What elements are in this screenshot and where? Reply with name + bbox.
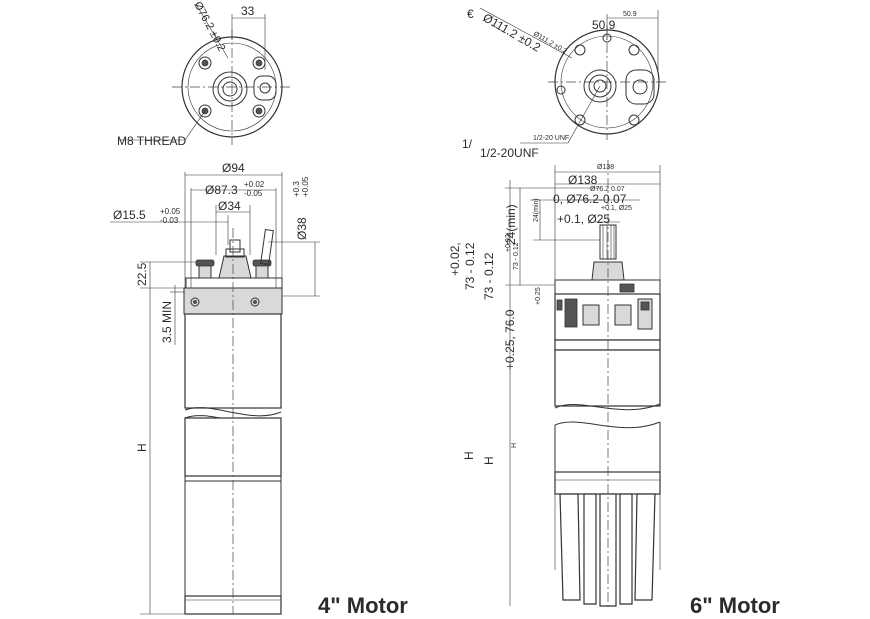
motor6-d25: +0.1, Ø25 <box>557 212 610 226</box>
motor4-d38-tol-upper: +0.3 <box>292 181 301 197</box>
motor6-top-view: € 50.9 50.9 Ø111.2 ±0.2 Ø111.2 ±0.2 1/ 1… <box>462 7 666 160</box>
motor4-d15: Ø15.5 <box>113 208 146 222</box>
motor4-d15-tol-upper: +0.05 <box>160 207 181 216</box>
motor4-d87-tol-lower: -0.05 <box>244 189 263 198</box>
motor6-unf: 1/2-20UNF <box>480 146 539 160</box>
motor6-v-002: +0.02, <box>448 242 462 276</box>
motor4-title: 4" Motor <box>318 593 408 618</box>
motor4-d15-tol-lower: -0.03 <box>160 216 179 225</box>
motor6-v24-small: 24(min) <box>533 198 540 222</box>
motor6-d76: 0, Ø76.2-0.07 <box>553 192 627 206</box>
motor6-unf-small: 1/2-20 UNF <box>533 135 569 142</box>
motor6-d138: Ø138 <box>568 173 598 187</box>
motor6-v-73b: 73 - 0.12 <box>482 252 496 300</box>
motor6-v-025-small: +0.25 <box>535 287 542 305</box>
motor4-h: H <box>135 443 149 452</box>
motor6-v-025: +0.25, 76.0 <box>503 309 517 370</box>
motor6-h-a: H <box>462 451 476 460</box>
motor6-d138-small: Ø138 <box>597 164 614 171</box>
motor4-h22: 22.5 <box>135 262 149 286</box>
motor6-v-002-small: +0.02 <box>505 234 512 252</box>
motor6-d76-small: Ø76.2 0.07 <box>590 186 625 193</box>
motor6-v-73a: 73 - 0.12 <box>463 242 477 290</box>
motor6-h-b: H <box>482 456 496 465</box>
motor4-d87-tol-upper: +0.02 <box>244 180 265 189</box>
motor4-m8-thread: M8 THREAD <box>117 134 186 148</box>
motor4-top-view: 33 Ø76.2 ±0.2 M8 THREAD <box>117 0 292 148</box>
motor4-d87: Ø87.3 <box>205 183 238 197</box>
motor6-d25-small: +0.1, Ø25 <box>601 205 632 212</box>
motor6-title: 6" Motor <box>690 593 780 618</box>
motor4-d94: Ø94 <box>222 161 245 175</box>
motor4-d34: Ø34 <box>218 199 241 213</box>
motor6-dim-50-small: 50.9 <box>623 11 637 18</box>
motor4-side-view: Ø94 Ø87.3 +0.02 -0.05 Ø34 Ø15.5 +0.05 -0… <box>110 161 320 615</box>
motor6-h-small: H <box>511 443 518 448</box>
motor6-dim-50: 50.9 <box>592 18 616 32</box>
motor4-d38-tol-lower: +0.05 <box>301 176 310 197</box>
motor4-dim-33: 33 <box>241 4 255 18</box>
motor6-slash-1: 1/ <box>462 137 473 151</box>
motor6-side-view: Ø138 Ø138 Ø76.2 0.07 0, Ø76.2-0.07 +0.1,… <box>448 160 661 610</box>
motor6-v-73-small: 73 - 0.12 <box>513 242 520 270</box>
motor4-h35: 3.5 MIN <box>160 301 174 343</box>
motor6-e-mark: € <box>467 7 474 21</box>
motor6-v24: 24(min) <box>504 204 518 245</box>
motor4-d38: Ø38 <box>295 217 309 240</box>
